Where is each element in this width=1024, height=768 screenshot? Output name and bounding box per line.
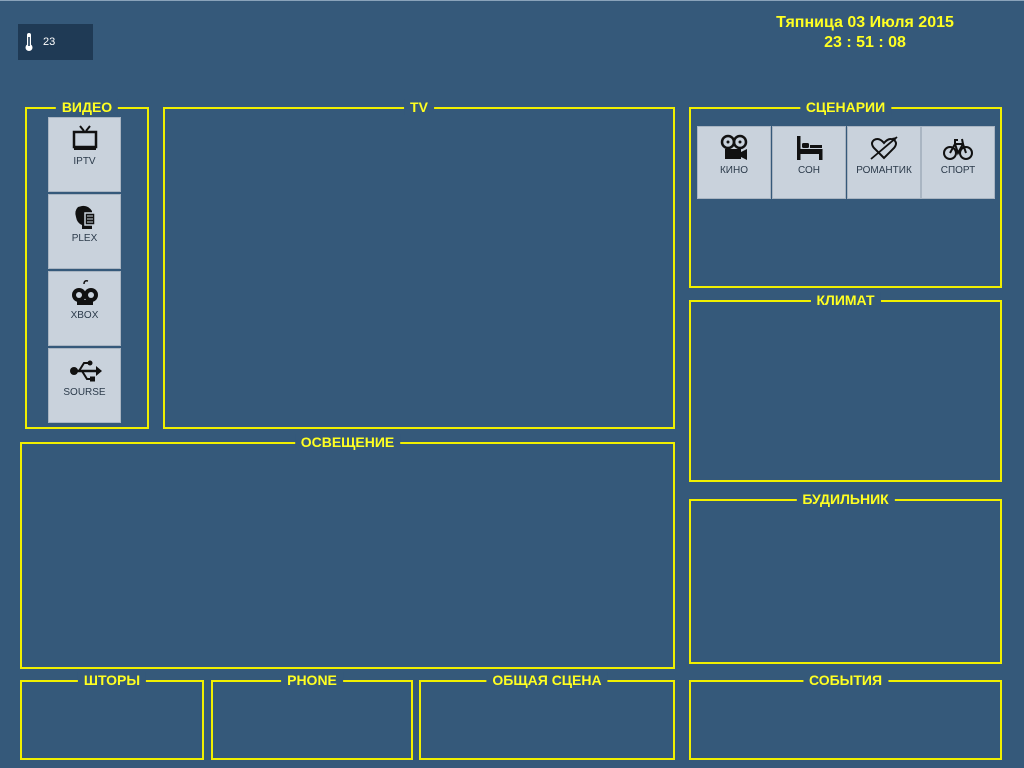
bicycle-icon xyxy=(943,138,973,160)
scenario-sleep-button[interactable]: СОН xyxy=(772,126,846,199)
video-panel: ВИДЕО xyxy=(25,99,149,429)
top-border xyxy=(0,0,1024,1)
scenarios-panel: СЦЕНАРИИ xyxy=(689,99,1002,288)
plex-button[interactable]: PLEX xyxy=(48,194,121,269)
gamepad-icon xyxy=(71,280,98,305)
bed-icon xyxy=(797,136,823,160)
scenario-cinema-button[interactable]: КИНО xyxy=(697,126,771,199)
temperature-widget[interactable]: 23 xyxy=(18,24,93,60)
scenario-cinema-label: КИНО xyxy=(719,165,748,176)
scenario-romantic-button[interactable]: РОМАНТИК xyxy=(847,126,921,199)
lighting-panel: ОСВЕЩЕНИЕ xyxy=(20,434,675,669)
video-panel-title: ВИДЕО xyxy=(55,99,119,115)
source-button[interactable]: SOURSE xyxy=(48,348,121,423)
iptv-label: IPTV xyxy=(73,156,96,167)
curtains-panel-title: ШТОРЫ xyxy=(77,672,147,688)
scenarios-panel-title: СЦЕНАРИИ xyxy=(799,99,892,115)
temperature-value: 23 xyxy=(43,36,56,48)
events-panel-title: СОБЫТИЯ xyxy=(802,672,889,688)
film-camera-icon xyxy=(720,134,748,160)
general-scene-panel-title: ОБЩАЯ СЦЕНА xyxy=(486,672,608,688)
plex-label: PLEX xyxy=(71,233,98,244)
clock-text: 23 : 51 : 08 xyxy=(824,34,906,51)
datetime-display: Тяпница 03 Июля 2015 23 : 51 : 08 xyxy=(740,13,990,53)
alarm-panel: БУДИЛЬНИК xyxy=(689,491,1002,664)
phone-panel-title: PHONE xyxy=(281,672,343,688)
climate-panel: КЛИМАТ xyxy=(689,292,1002,482)
plex-icon xyxy=(74,205,96,229)
tv-panel-title: TV xyxy=(404,99,434,115)
scenario-sleep-label: СОН xyxy=(797,165,820,176)
thermometer-icon xyxy=(25,33,33,51)
date-text: Тяпница 03 Июля 2015 xyxy=(776,14,954,31)
alarm-panel-title: БУДИЛЬНИК xyxy=(796,491,895,507)
scenario-sport-label: СПОРТ xyxy=(940,165,976,176)
general-scene-panel: ОБЩАЯ СЦЕНА xyxy=(419,672,675,760)
tv-icon xyxy=(72,125,97,150)
curtains-panel: ШТОРЫ xyxy=(20,672,204,760)
xbox-button[interactable]: XBOX xyxy=(48,271,121,346)
lighting-panel-title: ОСВЕЩЕНИЕ xyxy=(294,434,401,450)
source-label: SOURSE xyxy=(63,387,106,398)
tv-panel: TV xyxy=(163,99,675,429)
scenario-romantic-label: РОМАНТИК xyxy=(856,165,912,176)
scenario-sport-button[interactable]: СПОРТ xyxy=(921,126,995,199)
phone-panel: PHONE xyxy=(211,672,413,760)
events-panel: СОБЫТИЯ xyxy=(689,672,1002,760)
xbox-label: XBOX xyxy=(70,310,99,321)
iptv-button[interactable]: IPTV xyxy=(48,117,121,192)
usb-icon xyxy=(69,360,102,382)
climate-panel-title: КЛИМАТ xyxy=(810,292,881,308)
heart-arrow-icon xyxy=(870,136,898,160)
